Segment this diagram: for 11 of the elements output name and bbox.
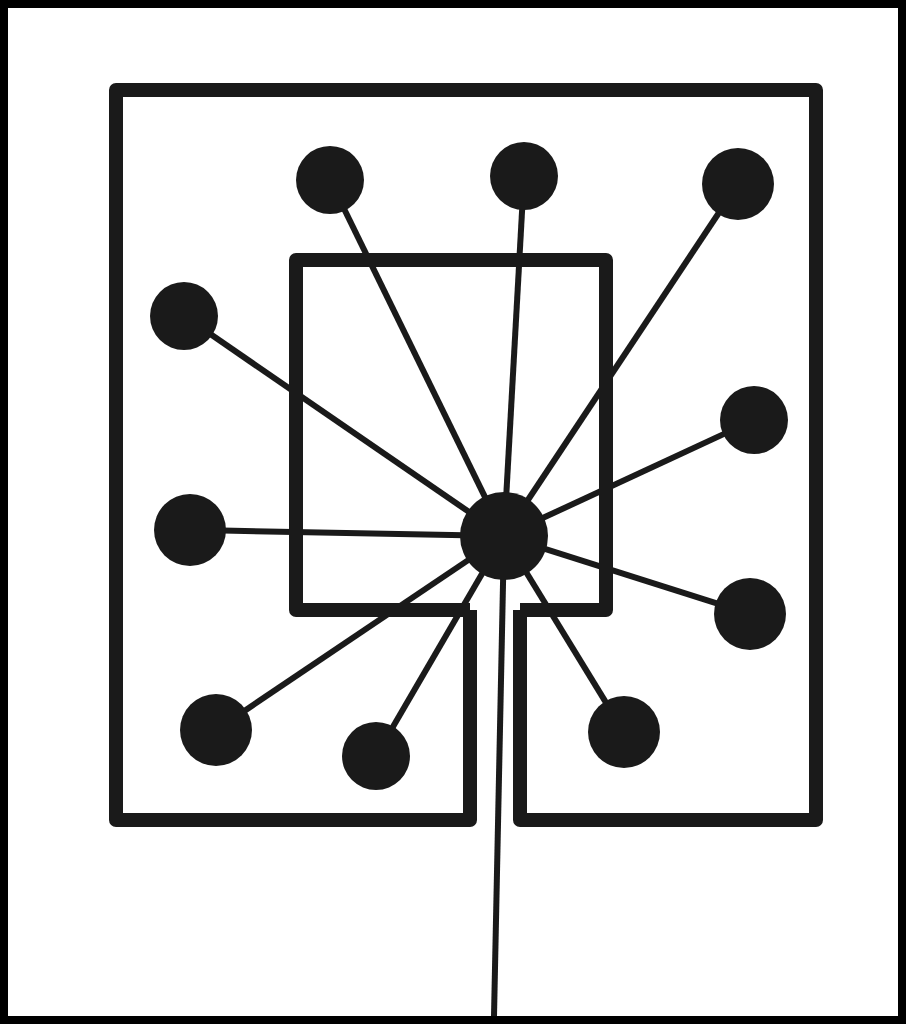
connector-line xyxy=(538,430,728,523)
connector-line xyxy=(340,206,490,502)
connector-line xyxy=(207,330,474,517)
connector-line xyxy=(523,209,723,505)
connector-line xyxy=(388,568,487,732)
connector-line xyxy=(540,545,721,608)
connector-line xyxy=(522,568,610,706)
connector-line xyxy=(491,575,507,1017)
connector-line xyxy=(222,527,465,539)
connector-line xyxy=(503,206,526,497)
connector-line xyxy=(241,555,473,715)
